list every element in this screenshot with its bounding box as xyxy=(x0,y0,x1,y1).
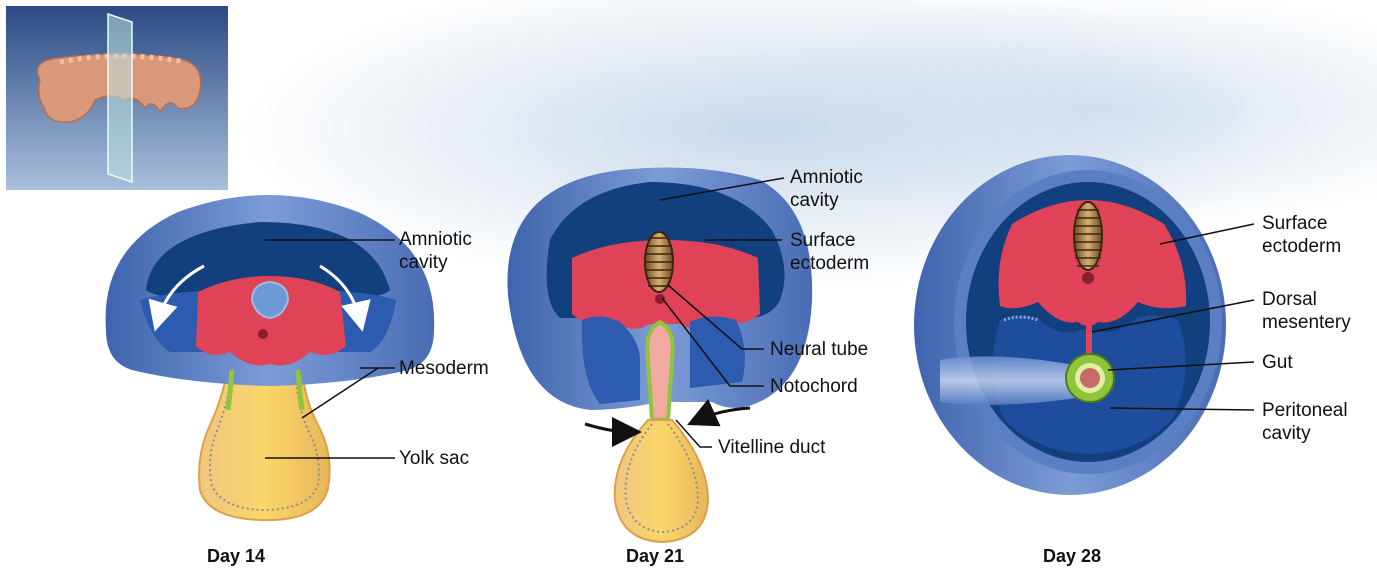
label-day21-vitelline-duct: Vitelline duct xyxy=(718,436,825,459)
caption-day14: Day 14 xyxy=(207,546,265,567)
label-day28-surface-ectoderm: Surface ectoderm xyxy=(1262,212,1341,258)
inset-orientation-image xyxy=(6,6,228,190)
day21-embryo xyxy=(508,168,813,542)
label-day21-neural-tube: Neural tube xyxy=(770,338,868,361)
label-day28-gut: Gut xyxy=(1262,351,1293,374)
label-day28-peritoneal-cavity: Peritoneal cavity xyxy=(1262,399,1348,445)
label-day14-mesoderm: Mesoderm xyxy=(399,357,489,380)
caption-day28: Day 28 xyxy=(1043,546,1101,567)
label-day28-dorsal-mesentery: Dorsal mesentery xyxy=(1262,288,1351,334)
label-day21-amniotic-cavity: Amniotic cavity xyxy=(790,166,863,212)
label-day21-surface-ectoderm: Surface ectoderm xyxy=(790,229,869,275)
label-day14-amniotic-cavity: Amniotic cavity xyxy=(399,228,472,274)
day14-embryo xyxy=(106,195,435,520)
label-day14-yolk-sac: Yolk sac xyxy=(399,447,469,470)
caption-day21: Day 21 xyxy=(626,546,684,567)
day28-embryo xyxy=(914,155,1226,495)
label-day21-notochord: Notochord xyxy=(770,375,858,398)
